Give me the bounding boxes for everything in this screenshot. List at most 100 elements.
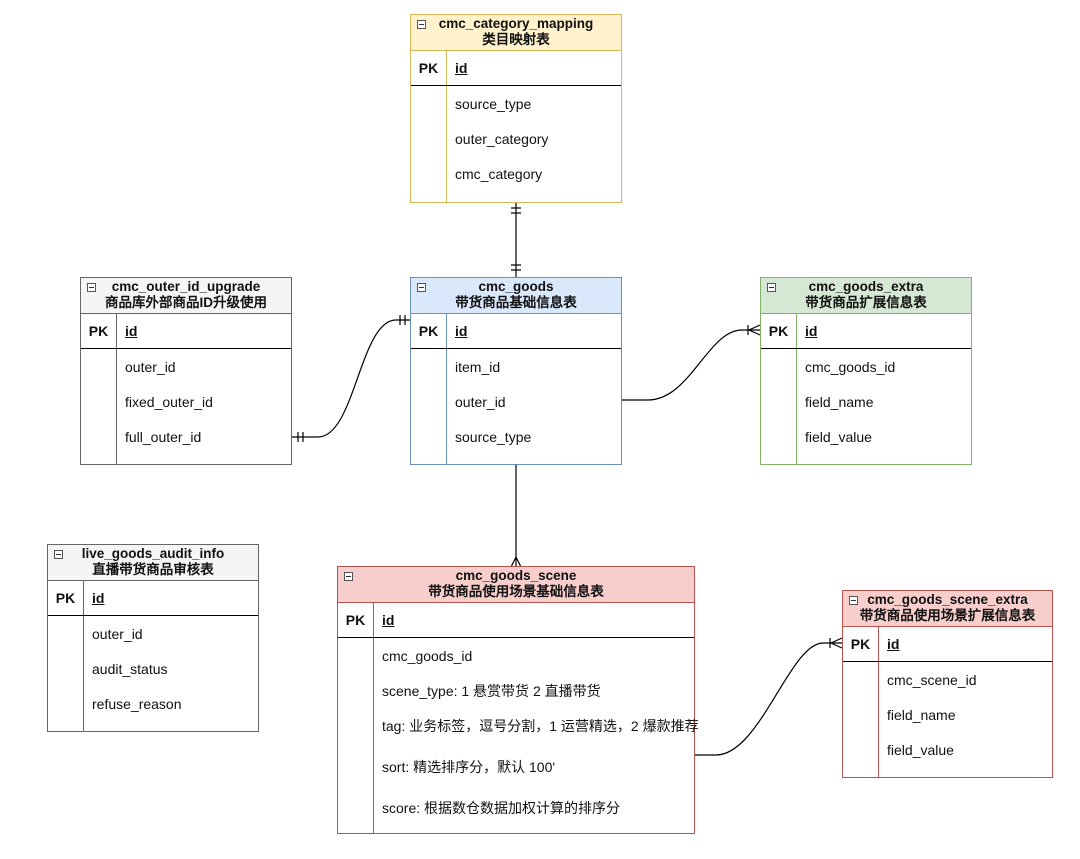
field: field_value (805, 429, 872, 445)
pk-row: PK id (81, 314, 291, 349)
entity-title: cmc_goods (478, 279, 554, 294)
field-list: item_id outer_id source_type (411, 349, 621, 464)
pk-field: id (125, 323, 138, 339)
entity-header: cmc_outer_id_upgrade 商品库外部商品ID升级使用 (81, 278, 291, 314)
pk-field: id (455, 60, 468, 76)
entity-live-goods-audit-info[interactable]: live_goods_audit_info 直播带货商品审核表 PK id ou… (47, 544, 259, 732)
column-divider (878, 627, 879, 661)
field: score: 根据数仓数据加权计算的排序分 (382, 800, 621, 816)
entity-title: cmc_goods_extra (808, 279, 924, 294)
entity-title: cmc_category_mapping (438, 16, 594, 31)
pk-field: id (805, 323, 818, 339)
field: full_outer_id (125, 429, 202, 445)
entity-title: cmc_goods_scene (455, 568, 577, 583)
column-divider (796, 314, 797, 348)
field: refuse_reason (92, 696, 182, 712)
pk-label: PK (88, 323, 109, 339)
entity-cmc-outer-id-upgrade[interactable]: cmc_outer_id_upgrade 商品库外部商品ID升级使用 PK id… (80, 277, 292, 465)
field: audit_status (92, 661, 168, 677)
column-divider (446, 349, 447, 464)
pk-label: PK (418, 60, 439, 76)
column-divider (116, 349, 117, 464)
collapse-icon[interactable] (417, 20, 426, 29)
pk-label: PK (345, 612, 366, 628)
entity-cmc-goods-scene[interactable]: cmc_goods_scene 带货商品使用场景基础信息表 PK id cmc_… (337, 566, 699, 834)
pk-field: id (92, 590, 105, 606)
column-divider (446, 314, 447, 348)
column-divider (878, 662, 879, 777)
field: cmc_scene_id (887, 672, 977, 688)
column-divider (796, 349, 797, 464)
pk-label: PK (418, 323, 439, 339)
entity-cmc-goods-extra[interactable]: cmc_goods_extra 带货商品扩展信息表 PK id cmc_good… (760, 277, 972, 465)
field: outer_id (455, 394, 506, 410)
column-divider (373, 603, 374, 637)
pk-label: PK (55, 590, 76, 606)
collapse-icon[interactable] (344, 572, 353, 581)
field: cmc_category (455, 166, 543, 182)
edge-goods-to-goods-scene (510, 465, 522, 568)
field: field_value (887, 742, 954, 758)
pk-label: PK (850, 636, 871, 652)
entity-title: cmc_goods_scene_extra (867, 592, 1028, 607)
entity-header: cmc_goods_scene_extra 带货商品使用场景扩展信息表 (843, 591, 1052, 627)
entity-subtitle: 商品库外部商品ID升级使用 (105, 295, 267, 310)
field: scene_type: 1 悬赏带货 2 直播带货 (382, 683, 601, 699)
entity-header: cmc_category_mapping 类目映射表 (411, 15, 621, 51)
entity-title: live_goods_audit_info (81, 546, 225, 561)
field: source_type (455, 429, 532, 445)
entity-cmc-category-mapping[interactable]: cmc_category_mapping 类目映射表 PK id source_… (410, 14, 622, 203)
pk-row: PK id (411, 314, 621, 349)
column-divider (373, 638, 374, 833)
edge-goods-scene-to-goods-scene-extra (690, 637, 843, 756)
collapse-icon[interactable] (87, 283, 96, 292)
entity-cmc-goods[interactable]: cmc_goods 带货商品基础信息表 PK id item_id outer_… (410, 277, 622, 465)
field: outer_id (92, 626, 143, 642)
field: field_name (887, 707, 956, 723)
pk-field: id (887, 636, 900, 652)
field: sort: 精选排序分，默认 100' (382, 759, 556, 775)
collapse-icon[interactable] (54, 550, 63, 559)
edge-outer-id-upgrade-to-goods (292, 315, 411, 442)
entity-subtitle: 带货商品使用场景扩展信息表 (859, 608, 1036, 623)
entity-subtitle: 带货商品使用场景基础信息表 (428, 584, 604, 599)
pk-label: PK (768, 323, 789, 339)
entity-subtitle: 类目映射表 (482, 32, 550, 47)
edge-category-mapping-to-goods (511, 202, 521, 277)
pk-field: id (382, 612, 395, 628)
column-divider (83, 616, 84, 731)
pk-field: id (455, 323, 468, 339)
collapse-icon[interactable] (849, 596, 858, 605)
entity-header: live_goods_audit_info 直播带货商品审核表 (48, 545, 258, 581)
entity-header: cmc_goods 带货商品基础信息表 (411, 278, 621, 314)
edge-goods-to-goods-extra (621, 324, 761, 401)
field: cmc_goods_id (382, 648, 473, 664)
field-list: cmc_goods_id scene_type: 1 悬赏带货 2 直播带货 t… (338, 638, 699, 833)
field: outer_category (455, 131, 549, 147)
pk-row: PK id (338, 603, 694, 638)
field-list: source_type outer_category cmc_category (411, 86, 621, 202)
field: source_type (455, 96, 532, 112)
field-list: outer_id audit_status refuse_reason (48, 616, 258, 731)
column-divider (446, 86, 447, 202)
field-list: outer_id fixed_outer_id full_outer_id (81, 349, 291, 464)
entity-header: cmc_goods_extra 带货商品扩展信息表 (761, 278, 971, 314)
collapse-icon[interactable] (417, 283, 426, 292)
field-list: cmc_goods_id field_name field_value (761, 349, 971, 464)
field: field_name (805, 394, 874, 410)
field: cmc_goods_id (805, 359, 896, 375)
field: tag: 业务标签，逗号分割，1 运营精选，2 爆款推荐 (382, 718, 699, 734)
entity-subtitle: 带货商品扩展信息表 (805, 295, 927, 310)
column-divider (83, 581, 84, 615)
field: fixed_outer_id (125, 394, 213, 410)
field-list: cmc_scene_id field_name field_value (843, 662, 1052, 777)
pk-row: PK id (761, 314, 971, 349)
collapse-icon[interactable] (767, 283, 776, 292)
entity-subtitle: 带货商品基础信息表 (455, 295, 577, 310)
column-divider (116, 314, 117, 348)
pk-row: PK id (411, 51, 621, 86)
pk-row: PK id (48, 581, 258, 616)
field: item_id (455, 359, 501, 375)
entity-cmc-goods-scene-extra[interactable]: cmc_goods_scene_extra 带货商品使用场景扩展信息表 PK i… (842, 590, 1053, 778)
